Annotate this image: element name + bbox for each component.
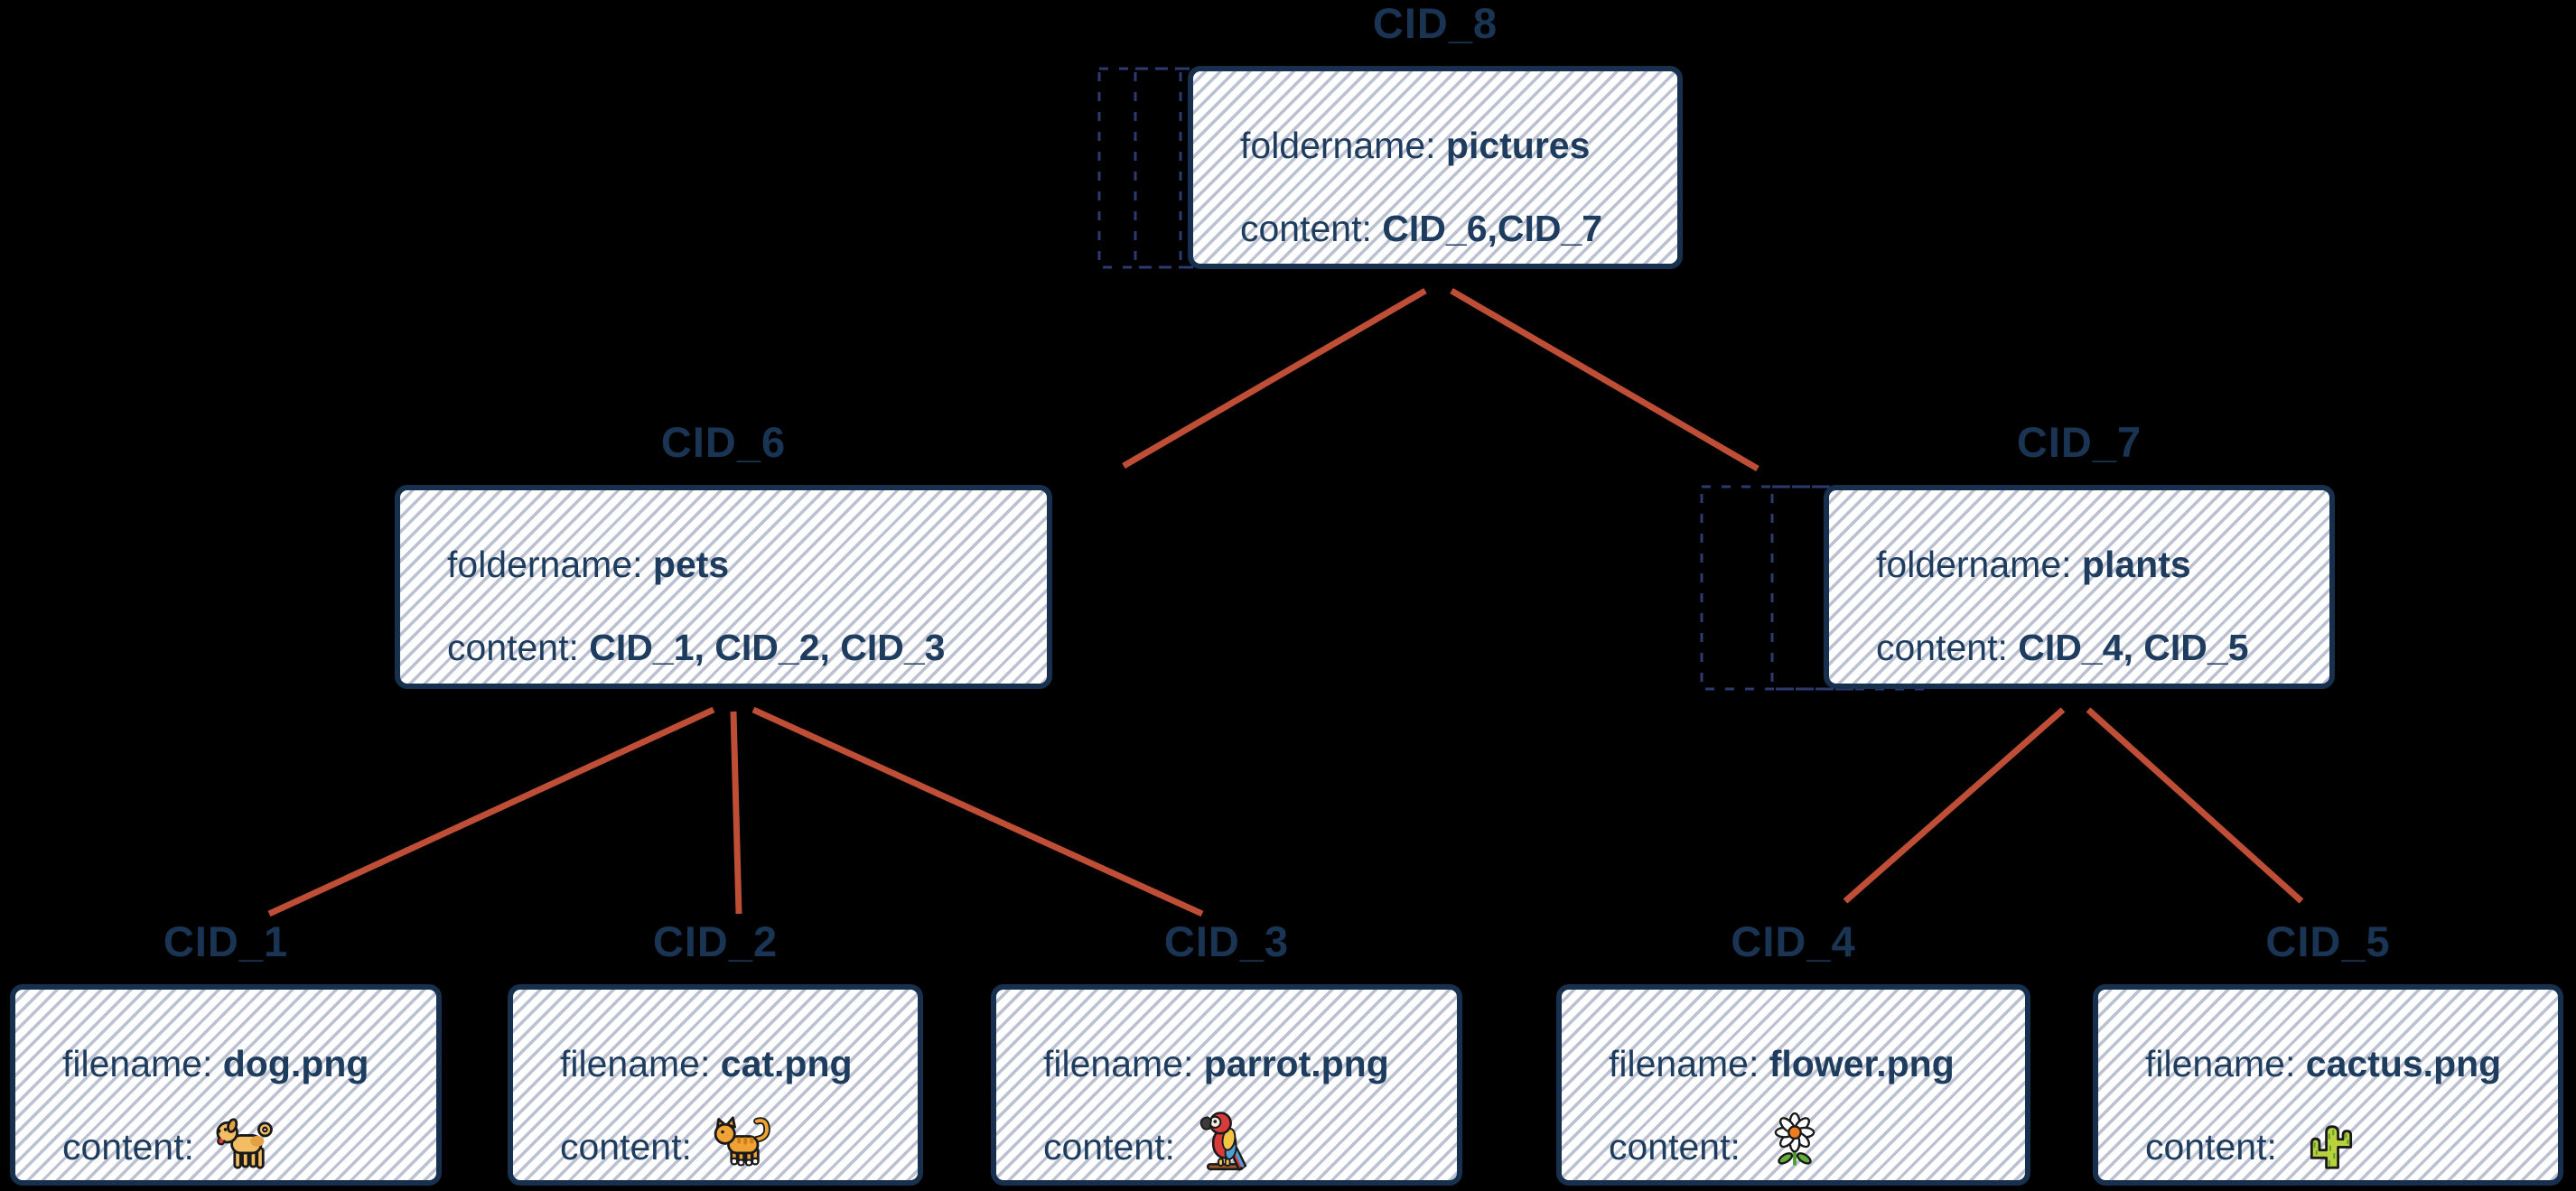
content-row: content: [1043, 1105, 1457, 1188]
filename-row: filename: cactus.png [2145, 1043, 2502, 1084]
node-label-cid3: CID_3 [1163, 917, 1290, 965]
node-box-cid6: foldername: pets content: CID_1, CID_2, … [395, 485, 1052, 689]
node-box-cid4: filename: flower.png content: [1556, 984, 2030, 1186]
filename-row: filename: parrot.png [1043, 1043, 1389, 1084]
edge-cid8-cid6 [1122, 287, 1427, 470]
node-label-cid7: CID_7 [2016, 418, 2142, 466]
edge-cid6-cid3 [751, 706, 1204, 917]
node-label-cid8: CID_8 [1372, 0, 1498, 47]
content-row: content: CID_4, CID_5 [1876, 627, 2249, 668]
content-row: content: [1609, 1105, 2025, 1188]
edge-cid6-cid1 [267, 706, 715, 917]
edge-cid7-cid4 [1843, 707, 2066, 904]
content-row: content: [560, 1105, 918, 1188]
node-label-cid6: CID_6 [660, 418, 787, 466]
node-cid5: CID_5 filename: cactus.png content: [2093, 917, 2563, 1186]
node-cid7: CID_7 foldername: plants content: CID_4,… [1824, 418, 2335, 689]
foldername-row: foldername: pets [447, 544, 730, 585]
parrot-emoji [1200, 1112, 1247, 1171]
content-row: content: CID_6,CID_7 [1240, 208, 1603, 249]
node-label-cid5: CID_5 [2265, 917, 2391, 965]
dog-emoji [216, 1118, 274, 1169]
node-box-cid2: filename: cat.png content: [508, 984, 923, 1186]
filename-row: filename: flower.png [1609, 1043, 1955, 1084]
node-cid4: CID_4 filename: flower.png content: [1556, 917, 2030, 1186]
node-box-cid7: foldername: plants content: CID_4, CID_5 [1824, 485, 2335, 689]
filename-row: filename: cat.png [560, 1043, 853, 1084]
node-cid3: CID_3 filename: parrot.png content: [991, 917, 1462, 1186]
content-row: content: CID_1, CID_2, CID_3 [447, 627, 946, 668]
node-cid6: CID_6 foldername: pets content: CID_1, C… [395, 418, 1052, 689]
node-label-cid2: CID_2 [652, 917, 779, 965]
edge-cid8-cid7 [1450, 287, 1759, 472]
filename-row: filename: dog.png [62, 1043, 369, 1084]
node-label-cid4: CID_4 [1731, 917, 1856, 965]
node-box-cid5: filename: cactus.png content: [2093, 984, 2563, 1186]
node-cid8: CID_8 foldername: pictures content: CID_… [1188, 0, 1683, 269]
node-label-cid1: CID_1 [163, 917, 289, 965]
flower-emoji [1774, 1112, 1815, 1166]
cat-emoji [714, 1116, 771, 1167]
node-box-cid1: filename: dog.png content: [10, 984, 442, 1186]
node-cid2: CID_2 filename: cat.png content: [508, 917, 923, 1186]
content-row: content: [2145, 1105, 2558, 1188]
edge-cid6-cid2 [730, 711, 742, 915]
edge-cid7-cid5 [2086, 707, 2304, 904]
node-cid1: CID_1 filename: dog.png content: [10, 917, 442, 1186]
foldername-row: foldername: pictures [1240, 125, 1591, 166]
foldername-row: foldername: plants [1876, 544, 2191, 585]
node-box-cid8: foldername: pictures content: CID_6,CID_… [1188, 66, 1683, 269]
cactus-emoji [2310, 1125, 2353, 1169]
node-box-cid3: filename: parrot.png content: [991, 984, 1462, 1186]
content-row: content: [62, 1105, 436, 1188]
